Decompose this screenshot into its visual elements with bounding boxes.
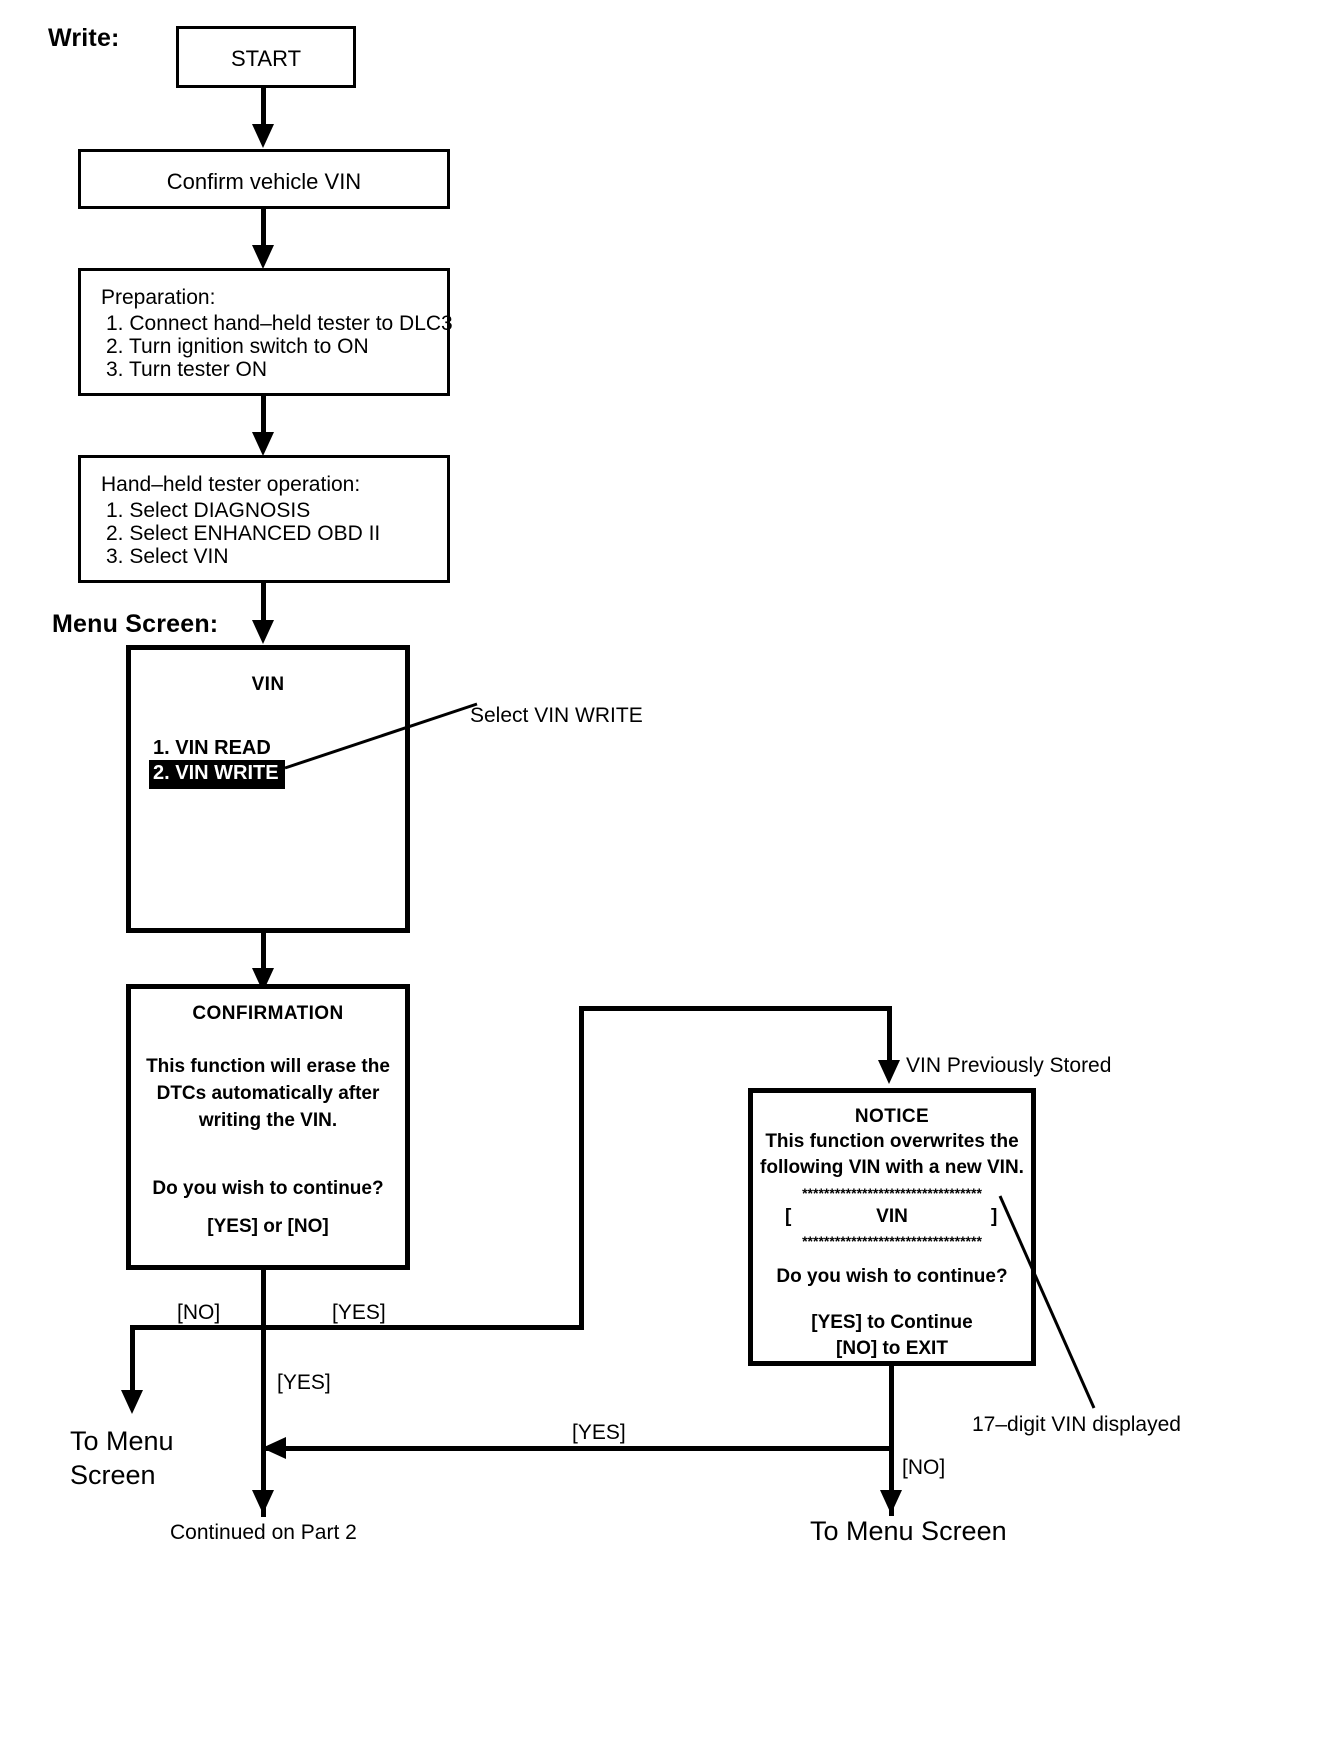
notice-body-line-1: This function overwrites the (765, 1131, 1019, 1152)
notice-title: NOTICE (854, 1106, 930, 1127)
connector-yes-vertical-up (579, 1006, 584, 1330)
connector-notice-yes-back (266, 1446, 893, 1451)
callout-17-digit-vin: 17–digit VIN displayed (972, 1413, 1181, 1436)
tester-operation-step-3: 3. Select VIN (106, 545, 229, 568)
confirmation-body-line-2: DTCs automatically after (156, 1083, 380, 1104)
connector-confirmation-bottom-stub (261, 1270, 266, 1329)
leader-select-vin-write (284, 702, 478, 770)
tester-operation-title: Hand–held tester operation: (101, 473, 361, 496)
terminal-continued-on-part-2: Continued on Part 2 (170, 1521, 357, 1544)
terminal-to-menu-screen-right: To Menu Screen (810, 1516, 1007, 1546)
vin-menu-item-vin-read[interactable]: 1. VIN READ (153, 737, 271, 759)
callout-select-vin-write: Select VIN WRITE (470, 704, 643, 727)
edge-label-yes-back: [YES] (572, 1421, 626, 1444)
node-notice-screen: NOTICE This function overwrites the foll… (748, 1088, 1036, 1366)
confirmation-body-line-1: This function will erase the (146, 1056, 390, 1077)
arrowhead-notice-yes-back (262, 1437, 286, 1459)
vin-menu-title: VIN (251, 674, 285, 695)
node-start: START (176, 26, 356, 88)
preparation-step-3: 3. Turn tester ON (106, 358, 268, 381)
connector-into-notice (887, 1006, 892, 1064)
tester-operation-step-2: 2. Select ENHANCED OBD II (106, 522, 381, 545)
vin-menu-item-vin-write[interactable]: 2. VIN WRITE (149, 760, 285, 789)
section-label-write: Write: (48, 24, 120, 52)
arrowhead-prep-to-tester (252, 432, 274, 456)
arrowhead-to-menu-screen-left (121, 1390, 143, 1414)
notice-vin-close-bracket: ] (991, 1206, 998, 1227)
notice-yes-line: [YES] to Continue (811, 1312, 973, 1333)
node-start-label: START (230, 46, 302, 71)
connector-no-vertical-down (130, 1325, 135, 1397)
connector-confirm-to-prep (261, 209, 266, 251)
arrowhead-continued-part2 (252, 1490, 274, 1514)
preparation-title: Preparation: (101, 286, 216, 309)
connector-yes-horizontal-lower (261, 1325, 583, 1330)
menu-screen-label: Menu Screen: (52, 610, 219, 638)
connector-notice-no-down (889, 1366, 894, 1516)
arrowhead-to-menu-screen-right (880, 1490, 902, 1514)
notice-vin-value: VIN (876, 1206, 908, 1227)
notice-vin-open-bracket: [ (785, 1206, 792, 1227)
connector-start-to-confirm (261, 88, 266, 128)
tester-operation-step-1: 1. Select DIAGNOSIS (106, 499, 311, 522)
node-confirm-vin-label: Confirm vehicle VIN (166, 169, 362, 194)
confirmation-title: CONFIRMATION (192, 1003, 344, 1024)
notice-rule-bottom: ********************************* (802, 1233, 982, 1249)
arrowhead-start-to-confirm (252, 124, 274, 148)
node-preparation: Preparation: 1. Connect hand–held tester… (78, 268, 453, 396)
confirmation-body-line-3: writing the VIN. (198, 1110, 338, 1131)
confirmation-question: Do you wish to continue? (152, 1178, 384, 1199)
connector-no-horizontal (130, 1325, 265, 1330)
connector-tester-to-vinmenu (261, 583, 266, 627)
notice-question: Do you wish to continue? (776, 1266, 1008, 1287)
arrowhead-into-notice (878, 1060, 900, 1084)
edge-label-no-left: [NO] (177, 1301, 221, 1324)
notice-body-line-2: following VIN with a new VIN. (760, 1157, 1024, 1178)
connector-center-down (261, 1325, 266, 1517)
node-confirm-vin: Confirm vehicle VIN (78, 149, 450, 209)
connector-vinmenu-to-confirmation (261, 933, 266, 975)
preparation-step-2: 2. Turn ignition switch to ON (106, 335, 369, 358)
arrowhead-tester-to-vinmenu (252, 620, 274, 644)
arrowhead-confirm-to-prep (252, 245, 274, 269)
connector-prep-to-tester (261, 396, 266, 438)
notice-rule-top: ********************************* (802, 1185, 982, 1201)
node-tester-operation: Hand–held tester operation: 1. Select DI… (78, 455, 450, 583)
node-confirmation-screen: CONFIRMATION This function will erase th… (126, 984, 410, 1270)
node-vin-menu-screen: VIN 1. VIN READ 2. VIN WRITE (126, 645, 410, 933)
leader-17-digit-vin (998, 1195, 1096, 1409)
callout-vin-previously-stored: VIN Previously Stored (906, 1054, 1112, 1077)
edge-label-yes-down: [YES] (277, 1371, 331, 1394)
connector-yes-top-rail (579, 1006, 892, 1011)
notice-no-line: [NO] to EXIT (836, 1338, 948, 1359)
edge-label-no-bottom: [NO] (902, 1456, 946, 1479)
edge-label-yes-right: [YES] (332, 1301, 386, 1324)
preparation-step-1: 1. Connect hand–held tester to DLC3 (106, 312, 453, 335)
confirmation-options: [YES] or [NO] (207, 1216, 329, 1237)
